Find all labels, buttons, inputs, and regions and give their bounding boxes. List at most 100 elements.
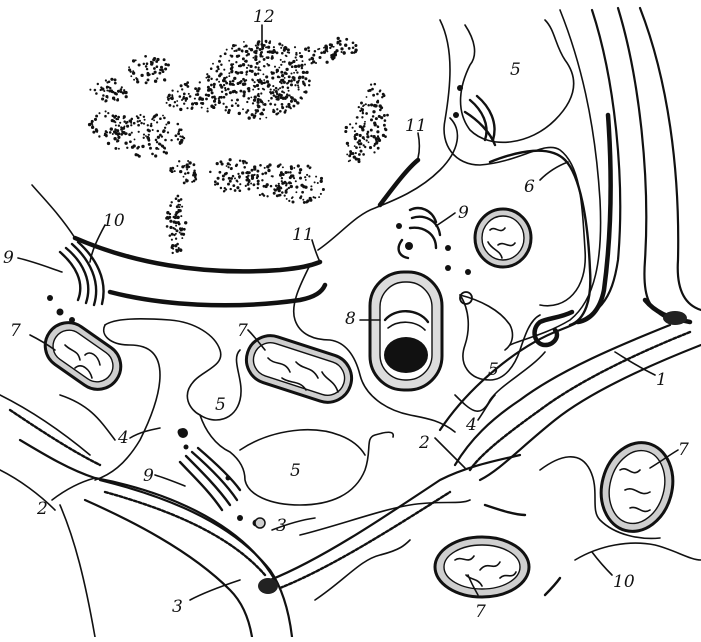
chromatin-dot	[189, 95, 192, 98]
chromatin-dot	[207, 79, 210, 82]
label-5-top: 5	[510, 60, 521, 80]
chromatin-dot	[254, 66, 257, 69]
chromatin-dot	[382, 93, 385, 96]
chromatin-dot	[294, 46, 296, 48]
chromatin-dot	[265, 41, 267, 43]
chromatin-dot	[130, 75, 132, 77]
mitochondria	[36, 209, 682, 597]
chromatin-dot	[359, 125, 362, 128]
chromatin-dot	[113, 78, 116, 81]
chromatin-dot	[253, 85, 255, 87]
chromatin-dot	[217, 177, 220, 180]
chromatin-dot	[213, 100, 216, 103]
chromatin-dot	[134, 138, 136, 140]
chromatin-dot	[272, 72, 275, 75]
chromatin-dot	[355, 146, 358, 149]
chromatin-dot	[235, 44, 237, 46]
chromatin-dot	[114, 121, 116, 123]
chromatin-dot	[222, 178, 225, 181]
chromatin-dot	[94, 89, 97, 92]
chromatin-dot	[231, 47, 233, 49]
chromatin-dot	[221, 91, 223, 93]
chromatin-dot	[299, 52, 301, 54]
chromatin-dot	[339, 43, 342, 46]
chromatin-dot	[140, 74, 143, 77]
chromatin-dot	[349, 159, 351, 161]
chromatin-dot	[169, 204, 172, 207]
chromatin-dot	[312, 54, 315, 57]
chromatin-dot	[373, 151, 375, 153]
label-9-left: 9	[3, 248, 14, 268]
chromatin-dot	[268, 100, 270, 102]
chromatin-dot	[300, 184, 303, 187]
chromatin-dot	[156, 121, 158, 123]
mitochondrion-top-right	[475, 209, 531, 267]
chromatin-dot	[146, 72, 149, 75]
chromatin-dot	[154, 80, 157, 83]
chromatin-dot	[271, 55, 273, 57]
right-wall-outer	[618, 8, 670, 320]
chromatin-dot	[119, 122, 121, 124]
chromatin-dot	[158, 72, 161, 75]
chromatin-dot	[308, 50, 311, 53]
chromatin-dot	[123, 117, 125, 119]
chromatin-dot	[224, 87, 226, 89]
chromatin-dot	[386, 114, 389, 117]
chromatin-dot	[257, 88, 259, 90]
chromatin-dot	[314, 181, 316, 183]
chromatin-dot	[232, 44, 235, 47]
chromatin-dot	[191, 102, 194, 105]
label-9-lower: 9	[143, 466, 154, 486]
chromatin-dot	[290, 72, 292, 74]
chromatin-dot	[291, 197, 293, 199]
chromatin-dot	[337, 37, 340, 40]
chromatin-dot	[250, 183, 252, 185]
chromatin-dot	[281, 74, 284, 77]
chromatin-dot	[256, 177, 258, 179]
chromatin-dot	[247, 188, 250, 191]
chromatin-dot	[162, 129, 165, 132]
chromatin-dot	[383, 124, 386, 127]
chromatin-dot	[193, 163, 196, 166]
chromatin-dot	[263, 65, 265, 67]
chromatin-dot	[304, 72, 306, 74]
chromatin-dot	[259, 99, 261, 101]
golgi-left	[47, 242, 104, 323]
chromatin-dot	[270, 89, 272, 91]
chromatin-dot	[174, 101, 176, 103]
chromatin-dot	[281, 103, 284, 106]
chromatin-dot	[211, 91, 214, 94]
chromatin-dot	[118, 124, 120, 126]
chromatin-dot	[102, 94, 105, 97]
chromatin-dot	[168, 94, 171, 97]
chromatin-dot	[110, 127, 113, 130]
chromatin-dot	[266, 195, 268, 197]
chromatin-dot	[345, 38, 348, 41]
chromatin-dot	[346, 142, 349, 145]
label-7-bottom: 7	[475, 602, 486, 622]
chromatin-dot	[256, 62, 259, 65]
chromatin-dot	[216, 78, 218, 80]
chromatin-dot	[150, 123, 152, 125]
chromatin-dot	[139, 120, 141, 122]
chromatin-dot	[159, 117, 162, 120]
chromatin-dot	[299, 177, 302, 180]
chromatin-dot	[157, 130, 160, 133]
chromatin-dot	[189, 162, 192, 165]
chromatin-dot	[213, 106, 216, 109]
chromatin-dot	[242, 162, 244, 164]
chromatin-dot	[156, 77, 158, 79]
chromatin-dot	[267, 46, 270, 49]
chromatin-dot	[245, 50, 248, 53]
chromatin-dot	[131, 132, 133, 134]
chromatin-dot	[265, 75, 268, 78]
chromatin-dot	[175, 238, 177, 240]
chromatin-dot	[232, 90, 235, 93]
chromatin-dot	[135, 153, 138, 156]
chromatin-dot	[304, 63, 306, 65]
label-5-center: 5	[488, 360, 499, 380]
chromatin-dot	[229, 158, 232, 161]
chromatin-dot	[245, 45, 248, 48]
label-7-left: 7	[10, 321, 21, 341]
chromatin-dot	[290, 107, 292, 109]
